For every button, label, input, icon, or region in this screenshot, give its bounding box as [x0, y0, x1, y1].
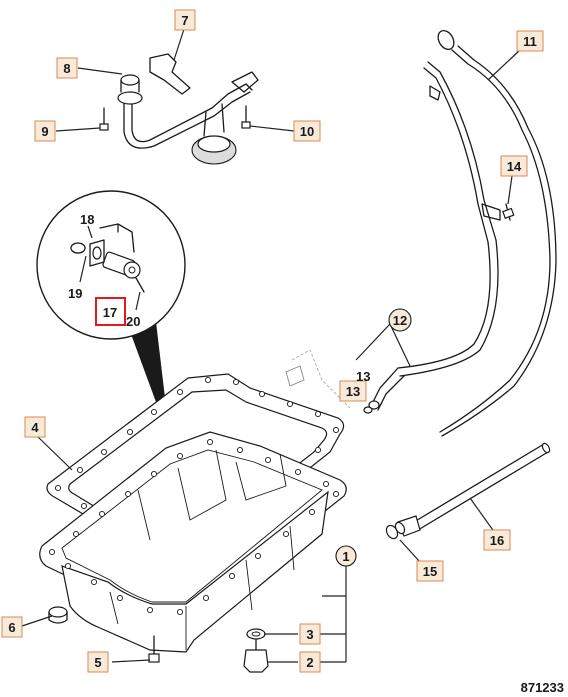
pan-bolt-holes — [48, 438, 340, 616]
label-7[interactable]: 7 — [174, 9, 196, 31]
label-20[interactable]: 20 — [126, 314, 140, 329]
label-16[interactable]: 16 — [483, 529, 511, 551]
fitting-15[interactable] — [384, 521, 406, 541]
washer-3[interactable] — [246, 628, 266, 640]
label-14-text: 14 — [507, 159, 522, 174]
label-13a[interactable]: 13 — [339, 380, 367, 402]
label-17-text: 17 — [103, 305, 117, 320]
label-10-text: 10 — [300, 124, 314, 139]
label-1-text: 1 — [342, 549, 349, 564]
label-8-text: 8 — [63, 61, 70, 76]
leader-lines — [21, 28, 521, 663]
label-4-text: 4 — [31, 420, 39, 435]
label-10[interactable]: 10 — [293, 120, 321, 142]
label-13b[interactable]: 13 — [356, 369, 370, 384]
bolt-10[interactable] — [241, 105, 251, 129]
oil-pan[interactable] — [39, 431, 347, 653]
label-11-text: 11 — [523, 34, 537, 49]
label-17-highlighted[interactable]: 17 — [95, 297, 126, 326]
label-19[interactable]: 19 — [68, 286, 82, 301]
dipstick-tube[interactable] — [397, 28, 557, 437]
label-2[interactable]: 2 — [299, 651, 321, 673]
bolt-5[interactable] — [148, 635, 160, 663]
label-6-text: 6 — [8, 620, 15, 635]
drain-plug-2[interactable] — [243, 639, 269, 673]
label-12-text: 12 — [393, 313, 407, 328]
pickup-tube-assembly[interactable] — [117, 53, 259, 165]
label-15[interactable]: 15 — [416, 560, 444, 582]
label-12[interactable]: 12 — [388, 308, 412, 332]
label-16-text: 16 — [490, 533, 504, 548]
label-15-text: 15 — [423, 564, 437, 579]
label-18[interactable]: 18 — [80, 212, 94, 227]
label-9-text: 9 — [41, 124, 48, 139]
oil-hose-13[interactable] — [363, 367, 405, 414]
label-2-text: 2 — [306, 655, 313, 670]
bolt-14[interactable] — [502, 203, 515, 221]
label-11[interactable]: 11 — [516, 30, 544, 52]
label-5-text: 5 — [94, 655, 101, 670]
label-4[interactable]: 4 — [24, 416, 46, 438]
label-7-text: 7 — [181, 13, 188, 28]
label-8[interactable]: 8 — [56, 57, 78, 79]
sensor-bracket-outline — [285, 349, 351, 409]
label-9[interactable]: 9 — [34, 120, 56, 142]
label-14[interactable]: 14 — [500, 155, 528, 177]
label-5[interactable]: 5 — [87, 651, 109, 673]
plug-6[interactable] — [48, 606, 68, 624]
bolt-9[interactable] — [99, 107, 109, 131]
label-3-text: 3 — [306, 627, 313, 642]
sensor-detail[interactable] — [99, 223, 145, 293]
diagram-reference-number: 871233 — [521, 680, 564, 695]
label-3[interactable]: 3 — [299, 623, 321, 645]
label-13a-text: 13 — [346, 384, 360, 399]
label-1[interactable]: 1 — [335, 545, 357, 567]
dipstick-16[interactable] — [397, 442, 551, 537]
label-6[interactable]: 6 — [1, 616, 23, 638]
seal-19[interactable] — [89, 239, 105, 267]
o-ring-18[interactable] — [70, 242, 86, 254]
